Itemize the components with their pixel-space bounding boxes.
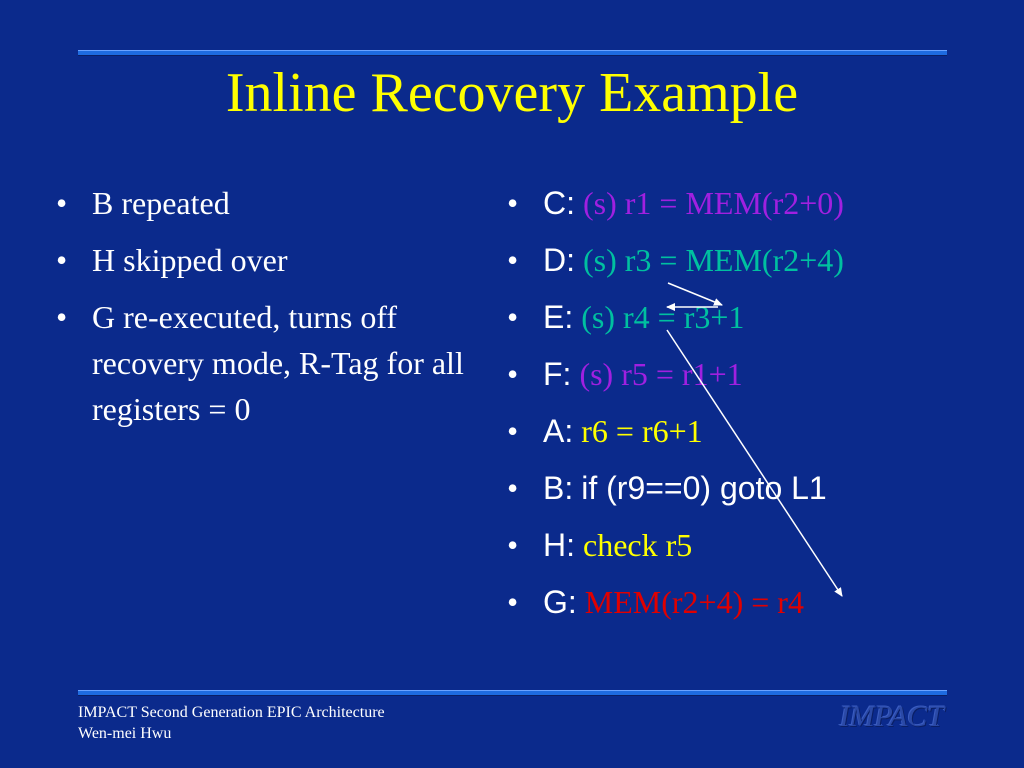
instruction-code: r6 = r6+1 [581, 413, 703, 449]
instruction-item: • C: (s) r1 = MEM(r2+0) [503, 180, 1003, 226]
left-bullet-list: • B repeated • H skipped over • G re-execut… [52, 180, 492, 443]
bullet-text: H skipped over [92, 242, 288, 278]
bullet-glyph: • [507, 527, 519, 563]
instruction-item: • H: check r5 [503, 522, 1003, 568]
right-bullet-list: • C: (s) r1 = MEM(r2+0) • D: (s) r3 = MEM(… [503, 180, 1003, 636]
instruction-label: B: [543, 470, 574, 506]
footer-line-1: IMPACT Second Generation EPIC Architectu… [78, 704, 385, 721]
bullet-glyph: • [56, 242, 68, 278]
bullet-glyph: • [507, 413, 519, 449]
bottom-rule [78, 690, 947, 696]
left-bullet-item: • G re-executed, turns off recovery mode,… [52, 294, 492, 432]
bullet-text: G re-executed, turns off recovery mode, … [92, 299, 464, 427]
left-bullet-item: • B repeated [52, 180, 492, 226]
instruction-label: C: [543, 185, 575, 221]
instruction-label: F: [543, 356, 572, 392]
bullet-glyph: • [507, 584, 519, 620]
instruction-code: (s) r3 = MEM(r2+4) [583, 242, 844, 278]
instruction-code: (s) r5 = r1+1 [579, 356, 743, 392]
instruction-code: (s) r4 = r3+1 [581, 299, 745, 335]
slide-title: Inline Recovery Example [225, 62, 799, 124]
instruction-code: (s) r1 = MEM(r2+0) [583, 185, 844, 221]
instruction-item: • G: MEM(r2+4) = r4 [503, 579, 1003, 625]
instruction-code: MEM(r2+4) = r4 [584, 584, 804, 620]
bullet-glyph: • [507, 299, 519, 335]
bullet-glyph: • [56, 185, 68, 221]
bullet-text: B repeated [92, 185, 230, 221]
instruction-item: • F: (s) r5 = r1+1 [503, 351, 1003, 397]
instruction-label: G: [543, 584, 577, 620]
bullet-glyph: • [507, 242, 519, 278]
instruction-code: check r5 [583, 527, 693, 563]
bullet-glyph: • [507, 470, 519, 506]
instruction-item: • B: if (r9==0) goto L1 [503, 465, 1003, 511]
bullet-glyph: • [507, 356, 519, 392]
instruction-label: D: [543, 242, 575, 278]
instruction-label: A: [543, 413, 574, 449]
instruction-code: if (r9==0) goto L1 [581, 470, 827, 506]
instruction-label: H: [543, 527, 575, 563]
footer-line-2: Wen-mei Hwu [78, 725, 172, 742]
instruction-item: • A: r6 = r6+1 [503, 408, 1003, 454]
brand-logo-text: IMPACT [839, 700, 944, 733]
top-rule [78, 50, 947, 56]
footer: IMPACT Second Generation EPIC Architectu… [78, 702, 385, 744]
instruction-label: E: [543, 299, 574, 335]
instruction-item: • E: (s) r4 = r3+1 [503, 294, 1003, 340]
left-bullet-item: • H skipped over [52, 237, 492, 283]
instruction-item: • D: (s) r3 = MEM(r2+4) [503, 237, 1003, 283]
bullet-glyph: • [507, 185, 519, 221]
bullet-glyph: • [56, 299, 68, 335]
